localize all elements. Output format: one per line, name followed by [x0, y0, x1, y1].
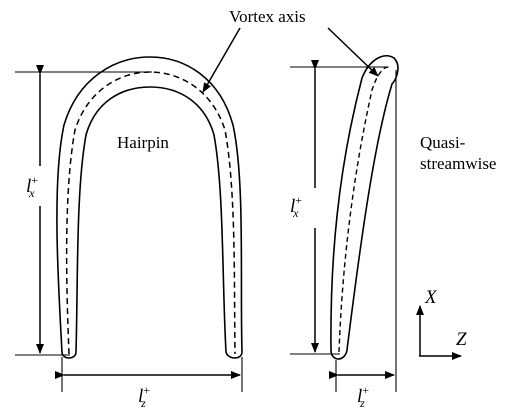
hairpin-lx-label: l+x	[26, 173, 38, 200]
vortex-axis-label: Vortex axis	[229, 7, 306, 26]
hairpin-vortex-axis	[65, 71, 236, 355]
quasi-streamwise-label-line2: streamwise	[420, 154, 496, 173]
quasi-tube-outline	[330, 54, 399, 360]
quasi-lx-label-bg	[299, 188, 331, 228]
quasi-dimensions	[290, 60, 397, 392]
hairpin-lx-label-bg	[26, 166, 56, 206]
hairpin-dimensions	[15, 65, 243, 392]
hairpin-tube-outline	[56, 56, 243, 359]
quasi-lx-label: l+x	[290, 193, 302, 220]
quasi-streamwise-vortex	[330, 54, 399, 360]
vortex-axis-arrow-left	[202, 27, 241, 93]
hairpin-lz-label: l+z	[138, 383, 150, 410]
hairpin-vortex	[56, 56, 243, 359]
quasi-streamwise-label-line1: Quasi-	[420, 133, 466, 152]
coordinate-axes	[416, 305, 462, 360]
z-axis-label: Z	[456, 329, 467, 350]
quasi-vortex-axis	[338, 66, 391, 353]
vortex-axis-arrow-right	[327, 27, 379, 77]
quasi-lz-label: l+z	[357, 383, 369, 410]
x-axis-label: X	[424, 287, 438, 308]
hairpin-label: Hairpin	[117, 133, 169, 152]
